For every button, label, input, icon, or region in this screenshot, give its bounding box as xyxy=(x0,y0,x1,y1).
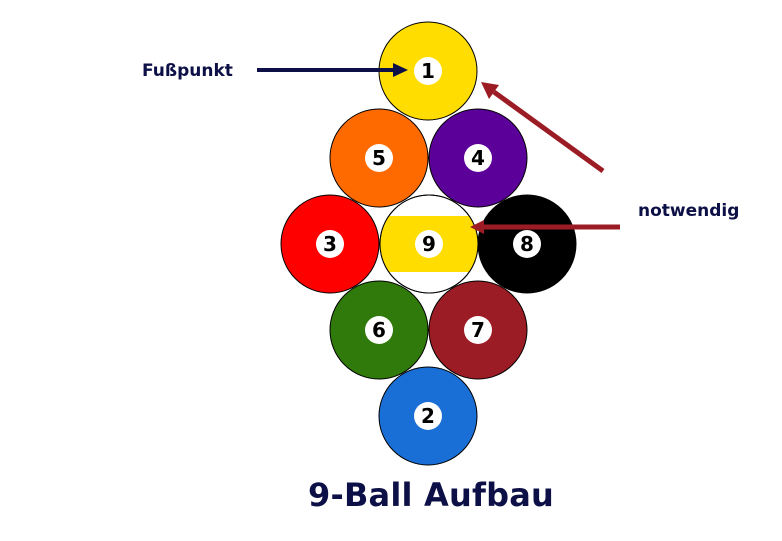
ball-4-number: 4 xyxy=(471,146,485,170)
foot-spot-arrow xyxy=(257,63,408,77)
ball-2-number-disc xyxy=(414,402,442,430)
ball-3-number-disc xyxy=(316,230,344,258)
ball-2-number: 2 xyxy=(421,404,435,428)
ball-7: 7 xyxy=(428,280,528,380)
ball-3: 3 xyxy=(280,194,380,294)
ball-3-number: 3 xyxy=(323,232,337,256)
ball-1-number-disc xyxy=(414,57,442,85)
ball-9-number: 9 xyxy=(422,232,436,256)
ball-6: 6 xyxy=(329,280,429,380)
foot-spot-label: Fußpunkt xyxy=(142,61,233,81)
ball-1: 1 xyxy=(378,21,478,121)
ball-8: 8 xyxy=(477,194,577,294)
ball-2: 2 xyxy=(378,366,478,466)
ball-4: 4 xyxy=(428,108,528,208)
ball-4-number-disc xyxy=(464,144,492,172)
ball-9: 9 xyxy=(379,194,479,294)
ball-7-number-disc xyxy=(464,316,492,344)
ball-5-number-disc xyxy=(365,144,393,172)
required-arrow-upper xyxy=(481,82,605,174)
ball-5: 5 xyxy=(329,108,429,208)
required-label: notwendig xyxy=(638,201,739,221)
ball-8-number-disc xyxy=(513,230,541,258)
required-arrow-lower xyxy=(470,220,620,234)
ball-9-number-disc xyxy=(415,230,443,258)
ball-7-number: 7 xyxy=(471,318,485,342)
ball-1-number: 1 xyxy=(421,59,435,83)
ball-8-number: 8 xyxy=(520,232,534,256)
diagram-title: 9-Ball Aufbau xyxy=(308,476,554,514)
ball-6-number: 6 xyxy=(372,318,386,342)
ball-6-number-disc xyxy=(365,316,393,344)
ball-9-outline xyxy=(379,194,479,294)
ball-5-number: 5 xyxy=(372,146,386,170)
